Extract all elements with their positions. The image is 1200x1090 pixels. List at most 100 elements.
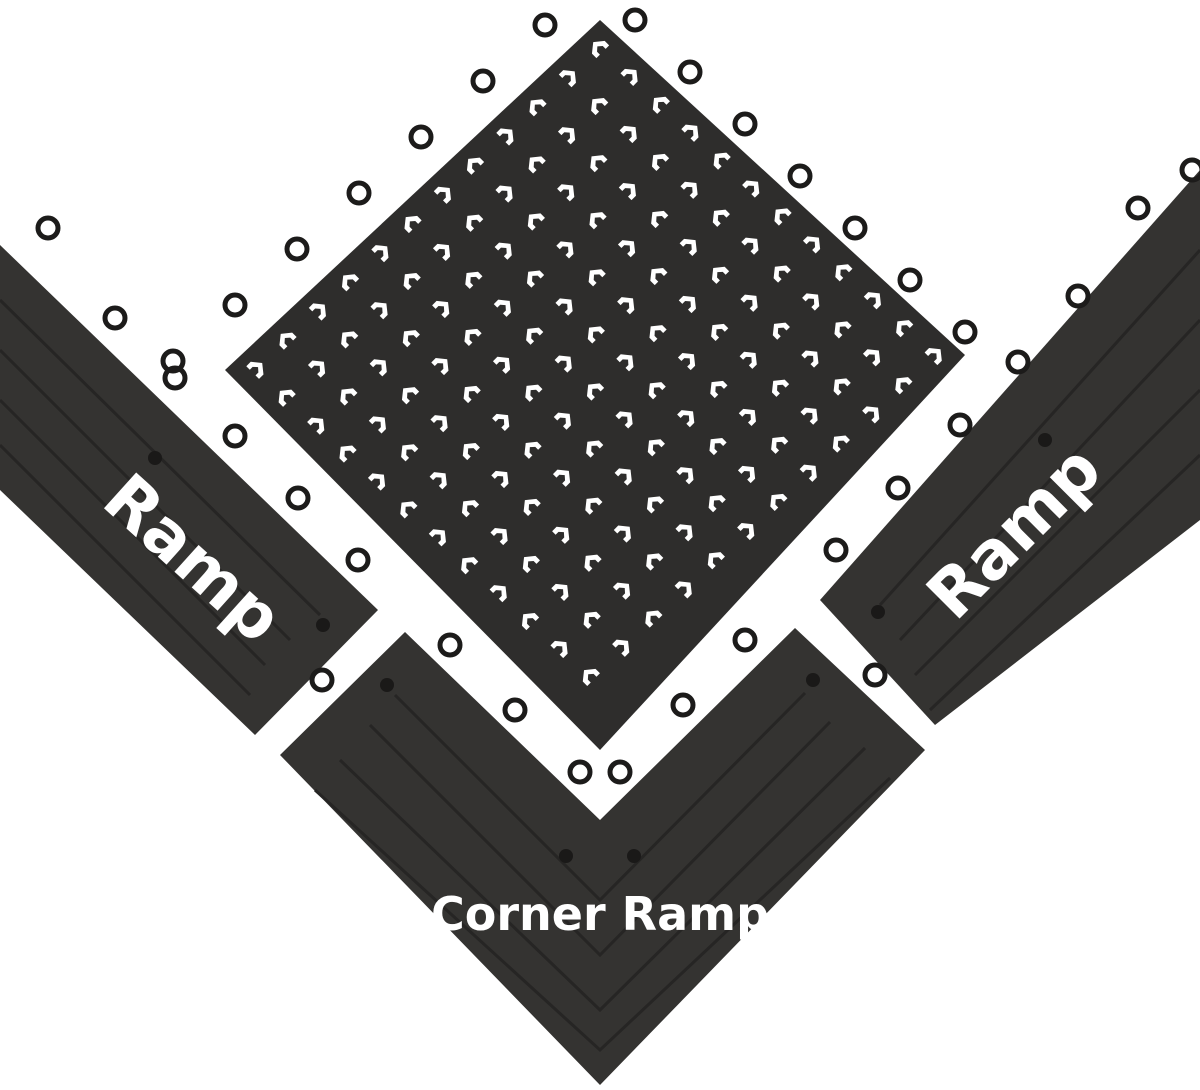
grid-opening — [770, 493, 788, 512]
grid-opening — [428, 529, 446, 547]
grid-opening — [739, 351, 757, 369]
grid-opening — [553, 412, 571, 430]
grid-opening — [432, 243, 451, 262]
grid-opening — [895, 377, 913, 395]
grid-opening — [737, 465, 756, 484]
grid-opening — [617, 240, 636, 258]
grid-opening — [461, 557, 479, 575]
grid-opening — [586, 383, 605, 401]
tile-connector-loop — [160, 348, 186, 374]
grid-opening — [612, 639, 630, 657]
right-ramp-connector-loop — [1065, 283, 1091, 309]
left-ramp-connector-loop — [345, 547, 371, 573]
grid-opening — [307, 360, 326, 378]
grid-opening — [367, 473, 386, 491]
corner-ramp-connector-loop — [502, 697, 528, 723]
grid-opening — [521, 612, 540, 631]
grid-opening — [677, 352, 696, 371]
tile-connector-loop — [346, 180, 372, 206]
grid-opening — [552, 526, 570, 544]
grid-opening — [308, 303, 326, 321]
grid-opening — [612, 582, 631, 600]
grid-opening — [614, 468, 632, 486]
grid-opening — [433, 186, 451, 204]
grid-opening — [896, 320, 914, 338]
grid-opening — [862, 406, 880, 424]
left-ramp-connector-loops — [35, 215, 371, 693]
grid-opening — [676, 467, 694, 485]
corner-ramp-connector-loop — [732, 627, 758, 653]
grid-opening — [528, 156, 546, 174]
grid-opening — [492, 356, 511, 374]
right-ramp-connector-loops — [823, 157, 1200, 563]
grid-opening — [589, 212, 607, 230]
grid-opening — [371, 245, 389, 263]
right-ramp-connector-loop — [823, 537, 849, 563]
corner-ramp-piece: Corner Ramp — [280, 627, 925, 1085]
grid-opening — [341, 274, 360, 292]
grid-opening — [404, 215, 422, 234]
grid-opening — [709, 437, 727, 456]
right-ramp-connector-loop — [885, 475, 911, 501]
grid-opening — [678, 295, 696, 314]
tile-connector-loop — [408, 124, 434, 150]
left-ramp-body — [0, 245, 378, 735]
grid-opening — [582, 668, 600, 687]
corner-ramp-connector-loop — [862, 662, 888, 688]
corner-ramp-connector-loop — [437, 632, 463, 658]
grid-opening — [652, 96, 670, 114]
grid-opening — [613, 525, 631, 543]
grid-opening — [742, 180, 760, 198]
grid-opening — [402, 330, 420, 348]
grid-opening — [802, 293, 820, 311]
grid-opening — [713, 152, 731, 170]
grid-opening — [340, 388, 358, 406]
tile-connector-loop — [284, 236, 310, 262]
grid-opening — [557, 127, 576, 145]
grid-opening — [834, 321, 852, 339]
grid-opening — [585, 497, 603, 515]
tile-connector-loop — [842, 215, 868, 241]
corner-ramp-connector-loops — [437, 627, 888, 785]
grid-opening — [773, 265, 791, 283]
left-ramp-connector-loop — [162, 365, 188, 391]
grid-opening — [495, 185, 513, 203]
grid-opening — [494, 242, 512, 260]
grid-opening — [529, 99, 547, 117]
grid-opening — [833, 378, 851, 396]
grid-opening — [584, 554, 602, 572]
grid-opening — [490, 527, 508, 546]
grid-opening — [466, 157, 485, 175]
left-ramp-connector-loop — [285, 485, 311, 511]
grid-opening — [524, 441, 542, 459]
grid-opening — [615, 411, 633, 429]
grid-opening — [429, 472, 447, 490]
right-ramp-body — [820, 170, 1200, 725]
grid-opening — [924, 347, 942, 366]
tile-connector-loop — [622, 7, 648, 33]
grid-opening — [400, 501, 418, 519]
grid-opening — [583, 611, 601, 629]
grid-opening — [771, 379, 790, 397]
grid-opening — [648, 382, 666, 400]
grid-opening — [523, 498, 541, 517]
grid-opening — [710, 380, 728, 399]
grid-opening — [554, 355, 572, 373]
grid-opening — [279, 332, 297, 350]
right-ramp-connector-loop — [1179, 157, 1200, 183]
corner-ramp-label: Corner Ramp — [431, 887, 769, 941]
grid-opening — [368, 416, 386, 434]
tile-connector-loop — [897, 267, 923, 293]
grid-opening — [772, 322, 790, 340]
grid-opening — [617, 297, 635, 315]
grid-opening — [522, 555, 540, 574]
grid-opening — [677, 410, 695, 428]
grid-opening — [675, 524, 693, 542]
tile-connector-loop — [222, 292, 248, 318]
grid-opening — [651, 210, 669, 229]
right-ramp-piece: Ramp — [820, 157, 1200, 725]
grid-opening — [526, 327, 544, 345]
right-ramp-connector-loop — [1125, 195, 1151, 221]
grid-opening — [586, 440, 604, 458]
grid-tile-openings — [246, 40, 942, 687]
